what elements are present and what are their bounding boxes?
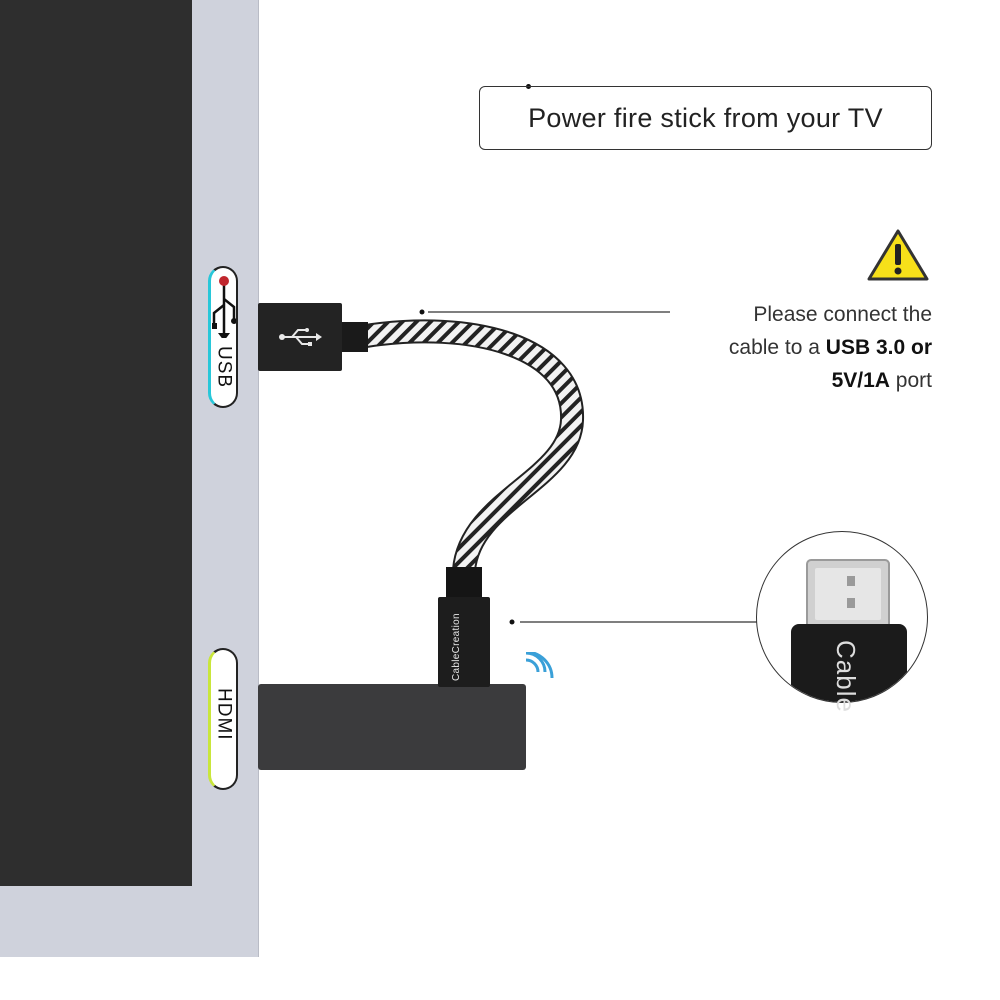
micro-usb-closeup xyxy=(791,559,907,702)
fire-stick-device xyxy=(258,684,526,770)
usb-symbol-icon xyxy=(211,276,236,338)
wireless-signal-icon xyxy=(525,652,554,679)
title-text: Power fire stick from your TV xyxy=(528,102,883,133)
connector-zoom-circle xyxy=(756,531,928,703)
zoom-brand-text: Cable xyxy=(831,640,861,713)
usb-plug-symbol-icon xyxy=(279,328,322,346)
warning-triangle-icon xyxy=(867,229,929,281)
micro-usb-plug xyxy=(438,597,490,687)
micro-usb-collar xyxy=(446,567,482,599)
note-line-2: cable to a USB 3.0 or xyxy=(728,336,932,359)
hdmi-label: HDMI xyxy=(213,688,235,741)
usb-plug-collar xyxy=(342,322,368,352)
note-bold-usb: USB 3.0 or xyxy=(825,336,932,359)
usb-a-plug xyxy=(258,303,342,371)
note-line-3: 5V/1A port xyxy=(831,369,932,392)
tv-screen xyxy=(0,0,192,886)
note-bold-power: 5V/1A xyxy=(831,369,890,392)
usb-label: USB xyxy=(213,346,235,389)
title-box: Power fire stick from your TV xyxy=(479,86,932,150)
usb-port-label: USB xyxy=(208,266,238,408)
hdmi-port-label: HDMI xyxy=(208,648,238,790)
connection-note: Please connect the cable to a USB 3.0 or… xyxy=(640,298,932,397)
brand-label: CableCreation xyxy=(451,613,462,681)
note-line-1: Please connect the xyxy=(753,303,932,326)
